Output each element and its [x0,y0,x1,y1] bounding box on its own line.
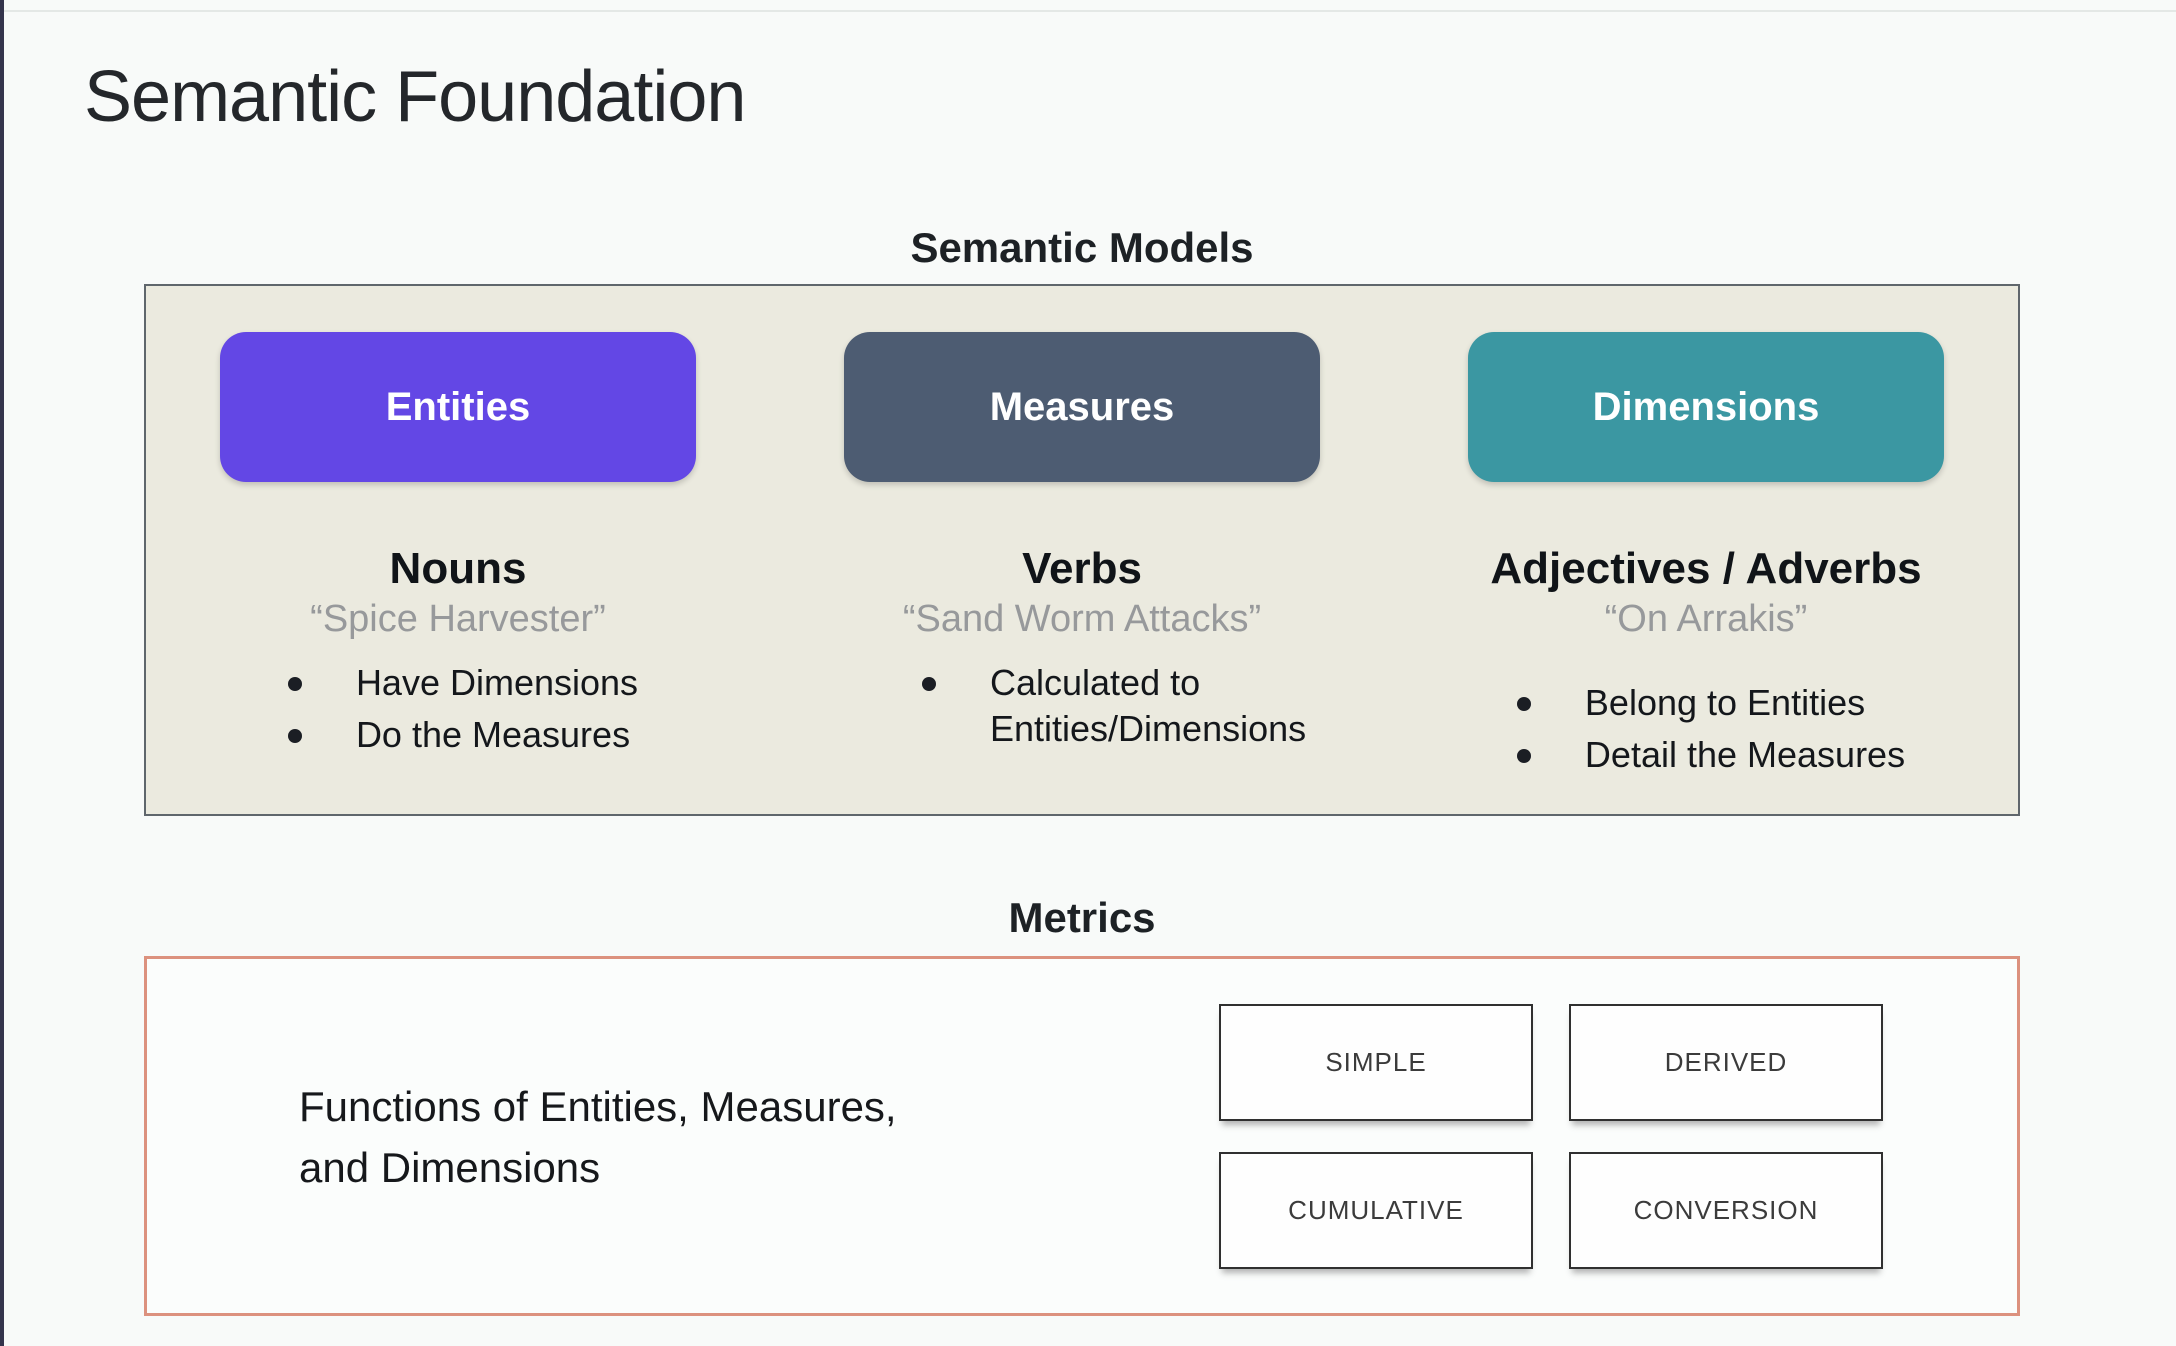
entities-bullet-list: Have Dimensions Do the Measures [278,660,638,764]
bullet-item: Belong to Entities [1507,680,1905,726]
measures-bullet-list: Calculated to Entities/Dimensions [912,660,1306,758]
dimensions-quote: “On Arrakis” [1604,598,1808,641]
metric-card-conversion: CONVERSION [1569,1152,1883,1269]
bullet-item: Do the Measures [278,712,638,758]
metric-card-cumulative: CUMULATIVE [1219,1152,1533,1269]
entities-quote: “Spice Harvester” [310,598,606,641]
metrics-box: Functions of Entities, Measures, and Dim… [144,956,2020,1316]
metrics-label: Metrics [1008,894,1156,941]
semantic-models-label: Semantic Models [910,224,1254,271]
bullet-item: Detail the Measures [1507,732,1905,778]
measures-heading: Verbs [1022,544,1142,593]
entities-heading: Nouns [389,544,527,593]
frame-top-hairline [4,10,2176,12]
slide-title: Semantic Foundation [84,57,746,137]
bullet-item: Calculated to Entities/Dimensions [912,660,1306,752]
entities-column: Entities Nouns “Spice Harvester” Have Di… [146,286,770,814]
metric-card-simple: SIMPLE [1219,1004,1533,1121]
measures-column: Measures Verbs “Sand Worm Attacks” Calcu… [770,286,1394,814]
entities-pill: Entities [220,332,696,482]
measures-quote: “Sand Worm Attacks” [902,598,1262,641]
semantic-models-box: Entities Nouns “Spice Harvester” Have Di… [144,284,2020,816]
dimensions-heading: Adjectives / Adverbs [1490,544,1922,593]
dimensions-pill: Dimensions [1468,332,1944,482]
measures-pill: Measures [844,332,1320,482]
metrics-description: Functions of Entities, Measures, and Dim… [299,1083,897,1191]
metric-card-derived: DERIVED [1569,1004,1883,1121]
dimensions-column: Dimensions Adjectives / Adverbs “On Arra… [1394,286,2018,814]
bullet-item: Have Dimensions [278,660,638,706]
dimensions-bullet-list: Belong to Entities Detail the Measures [1507,680,1905,784]
